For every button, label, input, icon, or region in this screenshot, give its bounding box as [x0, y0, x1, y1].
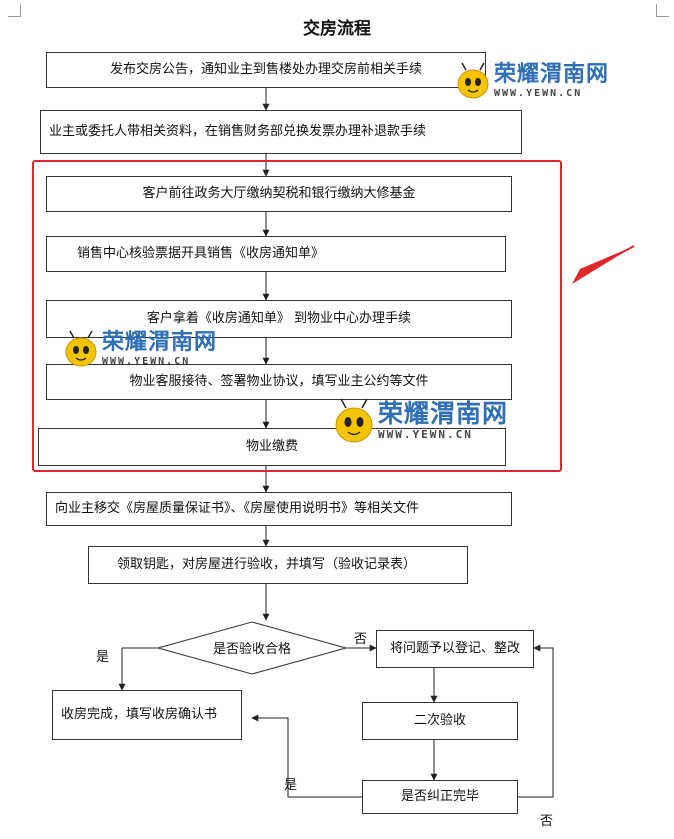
step-invoice: 业主或委托人带相关资料，在销售财务部兑换发票办理补退款手续 — [40, 110, 522, 154]
step-property-agreement: 物业客服接待、签署物业协议，填写业主公约等文件 — [46, 364, 512, 400]
bee-mascot-icon — [65, 330, 97, 367]
bee-mascot-icon — [457, 62, 489, 99]
arrow-decision2-yes — [251, 714, 362, 798]
step-register-fix: 将问题予以登记、整改 — [376, 630, 534, 668]
highlight-arrow — [572, 246, 634, 284]
bee-mascot-icon — [335, 398, 373, 443]
yes-label-2: 是 — [284, 778, 298, 793]
step-property-procedure: 客户拿着《收房通知单》 到物业中心办理手续 — [46, 300, 512, 338]
step-correction-check: 是否纠正完毕 — [362, 780, 518, 814]
step-property-fee: 物业缴费 — [38, 428, 506, 466]
highlight-arrow-shaft — [577, 245, 635, 277]
watermark-url: WWW.YEWN.CN — [102, 355, 191, 367]
diagram-title: 交房流程 — [303, 19, 371, 39]
watermark-logo: 荣耀渭南网 WWW.YEWN.CN — [64, 330, 217, 368]
arrow-decision1-yes — [118, 647, 158, 691]
watermark-logo: 荣耀渭南网 WWW.YEWN.CN — [456, 62, 609, 100]
watermark-url: WWW.YEWN.CN — [494, 87, 583, 99]
page-corner-mark — [8, 4, 21, 17]
step-key-inspection: 领取钥匙，对房屋进行验收，并填写（验收记录表） — [88, 546, 468, 584]
decision1-label: 是否验收合格 — [212, 642, 291, 657]
step-document-handover: 向业主移交《房屋质量保证书》、《房屋使用说明书》等相关文件 — [46, 492, 512, 526]
step-tax-payment: 客户前往政务大厅缴纳契税和银行缴纳大修基金 — [46, 176, 512, 212]
watermark-logo: 荣耀渭南网 WWW.YEWN.CN — [334, 398, 508, 444]
watermark-name: 荣耀渭南网 — [102, 329, 218, 355]
watermark-name: 荣耀渭南网 — [494, 61, 610, 87]
decision1-diamond — [156, 621, 348, 675]
no-label-1: 否 — [354, 632, 368, 647]
yes-label-1: 是 — [96, 650, 110, 665]
step-announcement: 发布交房公告，通知业主到售楼处办理交房前相关手续 — [46, 52, 486, 88]
step-complete: 收房完成，填写收房确认书 — [52, 690, 242, 740]
arrow-decision2-no — [518, 644, 554, 798]
watermark-url: WWW.YEWN.CN — [378, 428, 473, 441]
watermark-name: 荣耀渭南网 — [378, 399, 509, 428]
no-label-2: 否 — [540, 814, 554, 829]
step-second-inspection: 二次验收 — [362, 702, 518, 740]
page-corner-mark — [656, 4, 669, 17]
highlight-box — [32, 160, 562, 472]
step-notice-issue: 销售中心核验票据开具销售《收房通知单》 — [46, 236, 506, 272]
